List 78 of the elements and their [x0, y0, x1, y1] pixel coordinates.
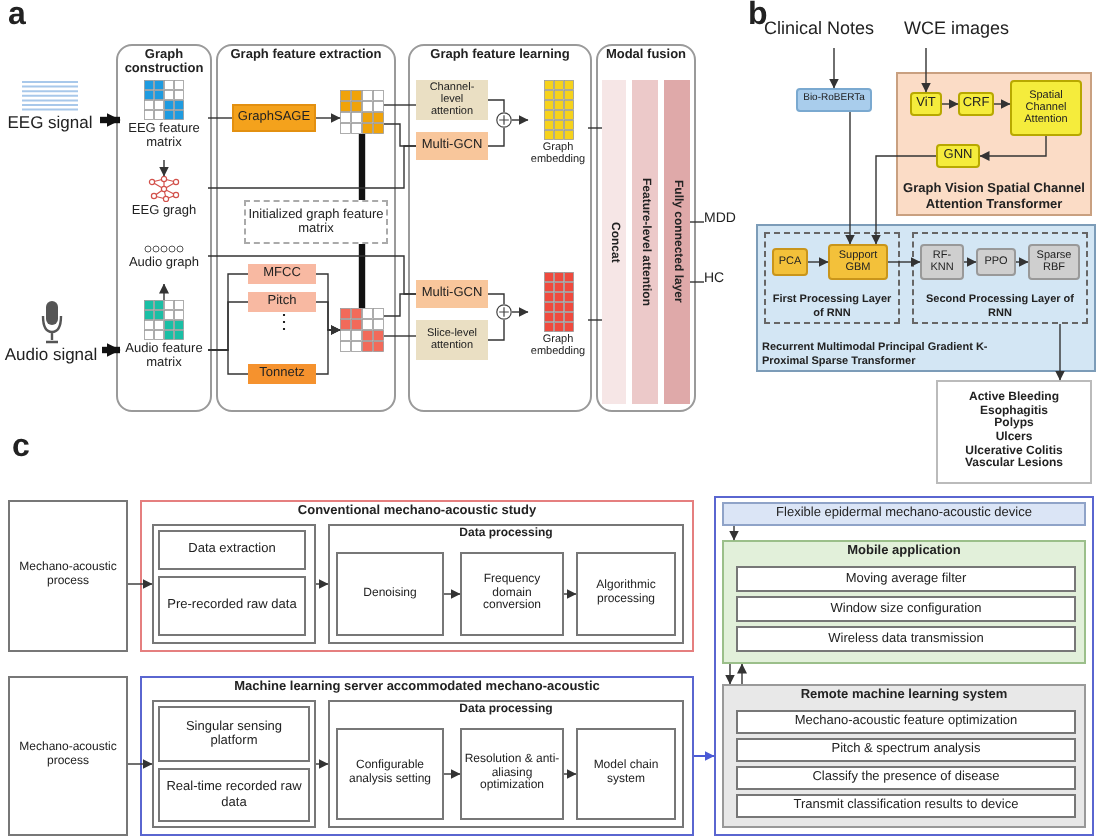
arrow	[159, 159, 169, 177]
arrow	[807, 257, 829, 267]
arrow	[871, 155, 937, 245]
arrow	[315, 113, 341, 123]
container-box	[152, 700, 316, 828]
group-panel	[722, 540, 1086, 664]
arrow	[443, 589, 461, 599]
connector-line	[383, 123, 417, 147]
text-label: Clinical Notes	[764, 20, 875, 40]
arrow	[1055, 323, 1065, 381]
connector-line	[207, 117, 233, 119]
group-panel	[596, 44, 696, 412]
arrow	[563, 589, 577, 599]
connector-line	[383, 293, 417, 317]
connector-line	[587, 127, 603, 129]
arrow	[725, 663, 735, 685]
group-panel	[756, 224, 1096, 372]
arrow	[102, 343, 121, 357]
matrix-grid	[340, 308, 384, 352]
connector-line	[487, 319, 505, 341]
matrix-grid	[340, 90, 384, 134]
arrow	[127, 759, 153, 769]
panel-letter: a	[8, 0, 26, 32]
arrow	[963, 257, 977, 267]
arrow	[845, 111, 855, 245]
signal-label: Audio signal	[4, 346, 98, 365]
arrow	[315, 325, 341, 375]
arrow	[315, 759, 329, 769]
group-panel	[408, 44, 592, 412]
group-panel	[328, 524, 684, 644]
arrow	[921, 47, 931, 93]
group-panel	[216, 44, 396, 412]
arrow	[159, 283, 169, 301]
signal-label: EEG signal	[7, 114, 93, 133]
arrow	[693, 751, 715, 761]
arrow	[100, 113, 121, 127]
connector-line	[358, 134, 366, 200]
arrow	[941, 99, 959, 109]
arrow	[443, 769, 461, 779]
sum-node	[496, 112, 512, 128]
group-panel	[140, 500, 694, 652]
arrow	[315, 579, 329, 589]
arrow	[511, 307, 529, 317]
container-box	[152, 524, 316, 644]
arrow	[979, 135, 1047, 161]
arrow	[887, 257, 921, 267]
arrow	[563, 769, 577, 779]
arrow	[1015, 257, 1029, 267]
connector-line	[207, 349, 249, 375]
connector-line	[383, 104, 417, 106]
result-box	[936, 380, 1092, 484]
sum-node	[496, 304, 512, 320]
connector-line	[689, 221, 705, 223]
connector-line	[383, 335, 417, 337]
group-panel	[722, 684, 1086, 828]
text-label: WCE images	[904, 20, 1010, 40]
connector-line	[487, 99, 505, 113]
group-panel	[116, 44, 212, 412]
arrow	[737, 663, 747, 685]
arrow	[511, 115, 529, 125]
group-panel	[140, 676, 694, 836]
panel-letter: c	[12, 432, 30, 464]
connector-line	[689, 281, 705, 283]
connector-line	[358, 244, 366, 308]
group-panel	[764, 232, 900, 324]
arrow	[729, 525, 739, 541]
arrow	[829, 47, 839, 89]
group-panel	[328, 700, 684, 828]
panel-letter: b	[748, 0, 768, 32]
connector-line	[487, 127, 505, 147]
connector-line	[487, 293, 505, 305]
arrow	[993, 99, 1011, 109]
group-panel	[896, 72, 1092, 216]
vertical-ellipsis: ⋮	[274, 314, 294, 334]
container-box	[714, 496, 1094, 836]
arrow	[127, 579, 153, 589]
connector-line	[587, 319, 603, 321]
group-panel	[912, 232, 1088, 324]
